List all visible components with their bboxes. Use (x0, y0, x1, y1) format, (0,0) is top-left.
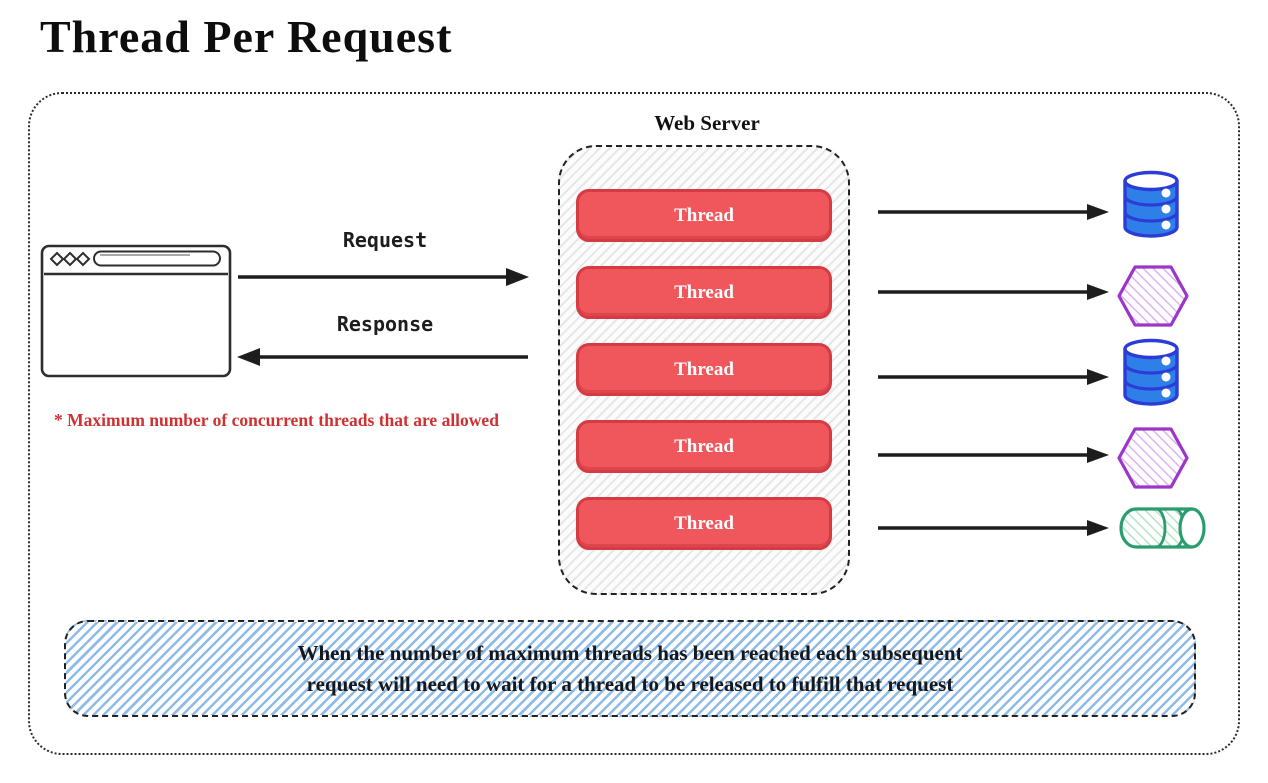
hexagon-service-icon (1117, 427, 1189, 489)
response-arrow (237, 348, 528, 366)
thread-arrow (878, 520, 1109, 536)
footer-note-box: When the number of maximum threads has b… (64, 620, 1196, 717)
footer-note-line2: request will need to wait for a thread t… (306, 671, 954, 696)
database-icon (1123, 338, 1179, 406)
thread-box: Thread (576, 343, 832, 396)
pipe-queue-icon (1119, 507, 1206, 549)
thread-box: Thread (576, 420, 832, 473)
footer-note-line1: When the number of maximum threads has b… (297, 640, 963, 665)
hexagon-service-icon (1117, 265, 1189, 327)
request-label: Request (342, 228, 428, 252)
response-label: Response (336, 312, 434, 336)
thread-box: Thread (576, 266, 832, 319)
thread-box: Thread (576, 189, 832, 242)
thread-arrow (878, 447, 1109, 463)
request-arrow (238, 268, 529, 286)
diagram-border (28, 92, 1240, 755)
database-icon (1123, 170, 1179, 238)
thread-box: Thread (576, 497, 832, 550)
page-title: Thread Per Request (40, 11, 453, 62)
web-server-label: Web Server (654, 111, 760, 135)
web-server-box: Thread Thread Thread Thread Thread (558, 145, 850, 595)
thread-arrow (878, 284, 1109, 300)
thread-arrow (878, 204, 1109, 220)
browser-icon (40, 244, 232, 378)
thread-arrow (878, 369, 1109, 385)
max-threads-annotation: * Maximum number of concurrent threads t… (54, 410, 499, 430)
